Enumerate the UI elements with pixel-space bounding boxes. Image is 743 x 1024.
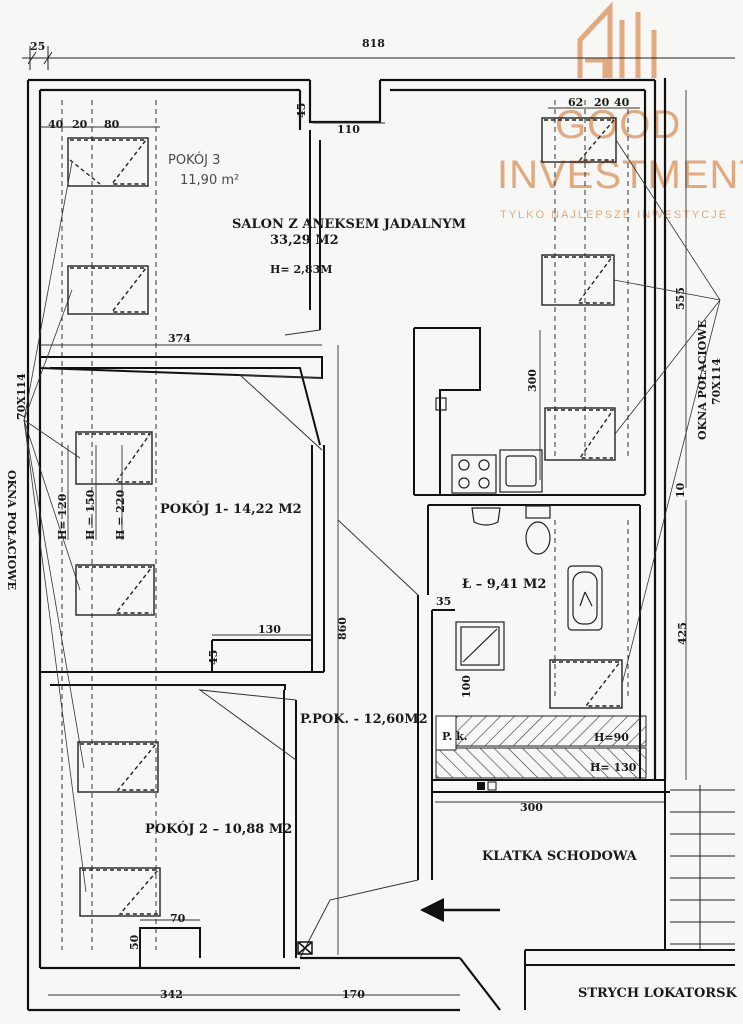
- dim-374: 374: [168, 332, 191, 345]
- window-1: [67, 137, 149, 187]
- dim-818: 818: [362, 37, 385, 50]
- logo-building-icon: [577, 1, 657, 78]
- dim-25: 25: [30, 40, 45, 53]
- interior-walls: [39, 130, 735, 1010]
- low-ceiling-hatch: [435, 715, 647, 779]
- left-window-size: 70X114: [15, 373, 28, 420]
- interior-dim-lines: [40, 90, 687, 996]
- roof-beams: [61, 100, 629, 950]
- kitchen-sink-icon: [499, 449, 543, 493]
- dim-300-kitchen: 300: [526, 369, 539, 392]
- dim-20-right: 20: [594, 96, 610, 109]
- dim-20: 20: [72, 118, 88, 131]
- dim-h150: H = 150: [84, 489, 97, 540]
- right-window-size: 70X114: [710, 358, 723, 405]
- bathtub-icon: [567, 565, 603, 631]
- salon-note: POKÓJ 3: [168, 152, 220, 168]
- dim-h120: H= 120: [56, 493, 69, 540]
- window-2: [67, 265, 149, 315]
- washbasin-icon: [471, 507, 501, 526]
- window-3: [75, 431, 153, 485]
- bathroom-label: Ł – 9,41 M2: [462, 577, 546, 592]
- salon-height: H= 2,83M: [270, 263, 332, 276]
- dim-110: 110: [337, 123, 360, 136]
- hallway-label: P.POK. - 12,60M2: [300, 712, 428, 727]
- dim-h220: H = 220: [114, 489, 127, 540]
- dim-45-top: 45: [295, 103, 308, 118]
- dim-50: 50: [128, 934, 141, 950]
- salon-area: 33,29 M2: [270, 233, 339, 248]
- salon-note-area: 11,90 m²: [180, 173, 239, 188]
- roof-windows: [67, 117, 623, 917]
- salon-name: SALON Z ANEKSEM JADALNYM: [232, 217, 466, 232]
- logo-line1: GOOD: [555, 103, 681, 147]
- dim-10: 10: [674, 482, 687, 498]
- entrance-arrow-icon: [420, 898, 500, 922]
- dim-45-mid: 45: [207, 650, 220, 665]
- pokoj2-label: POKÓJ 2 – 10,88 M2: [145, 820, 292, 837]
- dim-62: 62: [568, 96, 583, 109]
- kitchen-fixtures: [435, 397, 543, 494]
- dim-40: 40: [48, 118, 64, 131]
- dim-342: 342: [160, 988, 183, 1001]
- staircase: [670, 785, 735, 950]
- left-window-label: OKNA POŁACIOWE: [5, 470, 18, 590]
- window-leaders: [23, 139, 721, 893]
- window-6: [79, 867, 161, 917]
- window-5: [77, 741, 159, 793]
- dim-300-stair: 300: [520, 801, 543, 814]
- window-8: [541, 254, 615, 306]
- logo: GOOD INVESTMENT TYLKO NAJLEPSZE INWESTYC…: [497, 1, 743, 221]
- stove-icon: [451, 454, 497, 494]
- dim-h130: H= 130: [590, 761, 637, 774]
- dim-170: 170: [342, 988, 365, 1001]
- dim-pk: P. k.: [442, 730, 468, 743]
- logo-line2: INVESTMENT: [497, 153, 743, 197]
- meter-box-icon: [297, 781, 497, 955]
- dim-555: 555: [674, 287, 687, 310]
- shower-icon: [455, 621, 505, 671]
- pokoj1-label: POKÓJ 1- 14,22 M2: [160, 500, 302, 517]
- attic-label: STRYCH LOKATORSK: [578, 986, 737, 1001]
- door-swings: [198, 329, 419, 959]
- dim-70: 70: [170, 912, 186, 925]
- toilet-icon: [525, 505, 551, 555]
- dim-40-right: 40: [614, 96, 630, 109]
- stairwell-label: KLATKA SCHODOWA: [482, 849, 638, 864]
- bathroom-fixtures: [455, 505, 603, 671]
- logo-tagline: TYLKO NAJLEPSZE INWESTYCJE: [500, 209, 728, 221]
- dim-425: 425: [676, 622, 689, 645]
- outer-walls: [26, 78, 667, 1012]
- dim-80: 80: [104, 118, 120, 131]
- dim-h90: H=90: [594, 731, 629, 744]
- window-4: [75, 564, 155, 616]
- dim-860: 860: [336, 617, 349, 640]
- top-dimension: [22, 46, 735, 70]
- window-10: [549, 659, 623, 709]
- dim-35: 35: [436, 595, 451, 608]
- dim-100: 100: [460, 675, 473, 698]
- right-window-label: OKNA POŁACIOWE: [696, 320, 709, 440]
- dim-130: 130: [258, 623, 281, 636]
